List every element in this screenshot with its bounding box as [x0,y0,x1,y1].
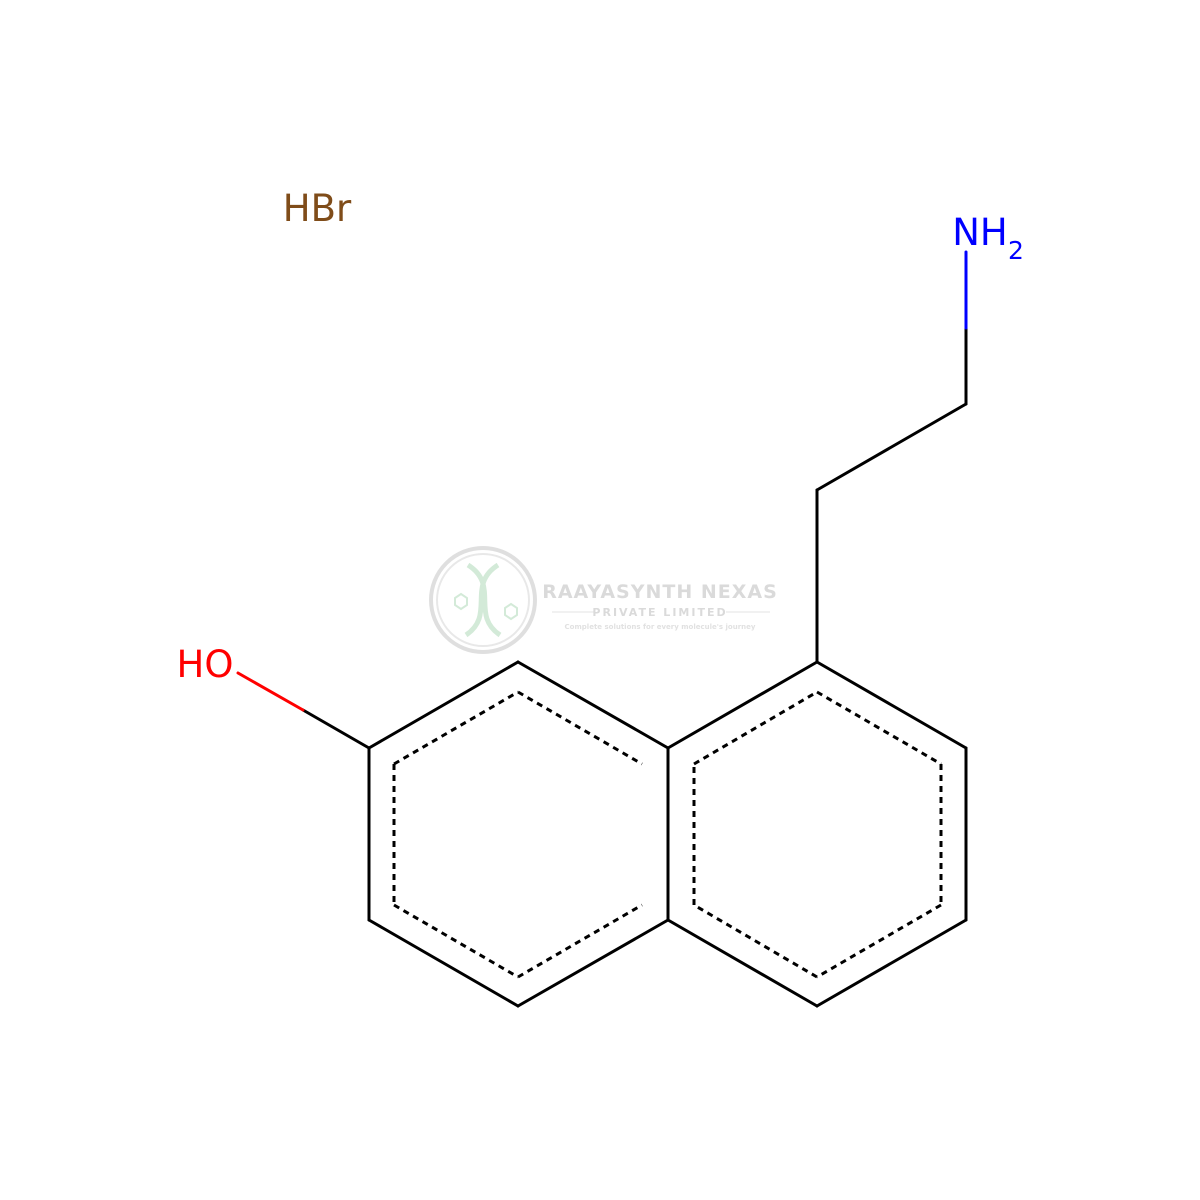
bond-oxygen [236,671,305,712]
aromatic-bond [816,903,942,979]
aromatic-bond [393,690,519,766]
counterion-label: HBr [283,187,352,230]
hexagon-icon [504,602,518,621]
watermark: RAAYASYNTH NEXAS PRIVATE LIMITED Complet… [429,546,778,654]
watermark-logo-ring [429,546,537,654]
bond [666,660,819,750]
bond [815,402,968,492]
aromatic-bond [517,903,643,979]
amine-subscript: 2 [1008,236,1024,265]
bond [367,660,520,750]
aromatic-bond [517,690,643,766]
watermark-logo-ring-inner [436,553,530,647]
bond [815,660,968,750]
watermark-tagline: Complete solutions for every molecule's … [565,623,756,631]
bonds [367,326,968,1008]
aromatic-bond [816,690,942,766]
aromatic-bond [693,690,818,766]
dna-helix-icon [464,562,502,638]
aromatic-bonds [392,690,943,979]
watermark-company: RAAYASYNTH NEXAS [542,581,778,603]
bond-oxygen [301,708,371,750]
bond [516,660,670,750]
aromatic-bond [693,903,818,979]
watermark-subtitle: PRIVATE LIMITED [592,606,727,619]
bond [815,918,968,1008]
bond [367,918,520,1008]
aromatic-bond [393,903,519,979]
bond [666,918,819,1008]
hydroxyl-label: HO [177,643,234,686]
amine-label: NH [952,211,1008,254]
hexagon-icon [454,592,468,611]
bond [516,918,670,1008]
